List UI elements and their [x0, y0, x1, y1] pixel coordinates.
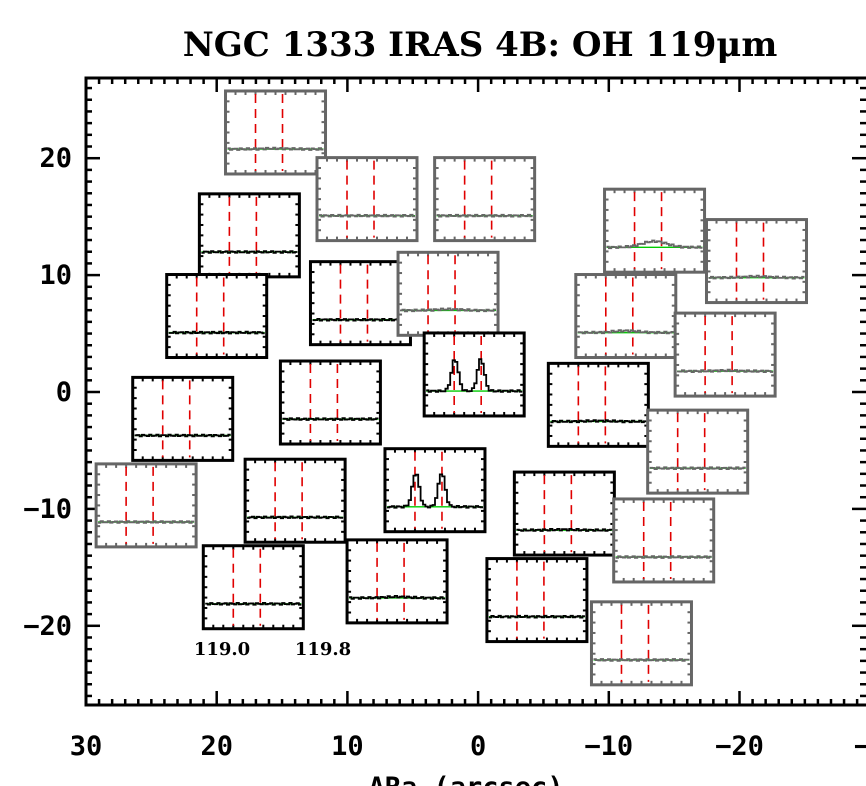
spaxel-inset: [197, 192, 301, 279]
inset-frame: [243, 457, 347, 544]
y-tick-labels: 20 10 0 −10 −20: [23, 143, 72, 642]
spectrum-trace: [282, 417, 379, 421]
inset-frame: [165, 273, 269, 360]
spaxel-inset: [612, 497, 716, 584]
inset-frame: [612, 497, 716, 584]
inset-frame: [589, 600, 693, 687]
spaxel-inset: [512, 470, 616, 557]
inset-frame: [673, 311, 777, 398]
inset-frame: [512, 470, 616, 557]
spaxel-inset: [131, 375, 235, 462]
spectrum-trace: [677, 368, 774, 373]
spaxel-inset: [308, 260, 412, 347]
spaxel-inset: [278, 359, 382, 446]
inset-frame: [433, 156, 537, 243]
y-tick-label: 10: [39, 260, 72, 291]
spectrum-trace: [168, 330, 265, 335]
inset-frame: [197, 192, 301, 279]
spectrum-trace: [227, 146, 324, 151]
spectrum-trace: [247, 515, 344, 520]
spaxel-insets: [94, 89, 808, 687]
inset-frame: [485, 557, 589, 644]
inset-frame: [422, 331, 526, 418]
chart-title: NGC 1333 IRAS 4B: OH 119μm: [183, 25, 778, 65]
spectrum-trace: [593, 658, 690, 662]
spectrum-trace: [205, 602, 302, 606]
spectrum-trace: [488, 614, 585, 619]
spectrum-trace: [436, 213, 533, 218]
spectrum-trace: [516, 528, 613, 532]
spectrum-trace: [577, 329, 674, 335]
axis-ticks: [84, 78, 866, 705]
x-tick-label: 10: [331, 731, 364, 762]
spectrum-trace: [606, 239, 703, 250]
x-tick-label: −10: [584, 731, 633, 762]
inset-frame: [603, 187, 707, 274]
spectrum-trace: [349, 595, 446, 600]
spaxel-inset: [603, 187, 707, 274]
spaxel-inset: [673, 311, 777, 398]
spaxel-inset: [646, 408, 750, 495]
inset-frame: [704, 218, 808, 305]
spectrum-trace: [319, 213, 415, 218]
spaxel-inset: [243, 457, 347, 544]
x-axis-label: ΔRa (arcsec): [368, 772, 563, 786]
spaxel-inset: [704, 218, 808, 305]
x-tick-label: −3: [854, 731, 866, 762]
inset-frame: [546, 361, 650, 448]
inset-frame: [396, 250, 500, 337]
y-tick-label: 20: [39, 143, 72, 174]
spectrum-trace: [312, 318, 409, 322]
spaxel-inset: [546, 361, 650, 448]
inset-frame: [224, 89, 328, 176]
inset-frame: [345, 538, 449, 625]
inset-frame: [315, 156, 419, 243]
inset-frame: [308, 260, 412, 347]
spaxel-inset: [94, 462, 198, 549]
inset-frame: [646, 408, 750, 495]
inset-wavelength-label-high: 119.8: [295, 639, 351, 660]
spaxel-inset: [433, 156, 537, 243]
y-tick-label: −20: [23, 611, 72, 642]
spectrum-trace: [550, 419, 647, 424]
x-tick-label: −20: [715, 731, 764, 762]
spectrum-trace: [201, 250, 298, 254]
spectrum-trace: [400, 307, 496, 313]
spectrum-trace: [387, 473, 483, 509]
spaxel-inset: [345, 538, 449, 625]
spaxel-inset: [201, 544, 305, 631]
y-tick-label: 0: [56, 377, 72, 408]
inset-frame: [278, 359, 382, 446]
spaxel-inset: [315, 156, 419, 243]
spectrum-trace: [426, 358, 523, 393]
spectrum-trace: [649, 466, 746, 470]
spaxel-inset: [574, 273, 678, 360]
x-tick-label: 0: [470, 731, 486, 762]
spaxel-inset: [589, 600, 693, 687]
spectrum-trace: [615, 555, 712, 559]
inset-frame: [574, 273, 678, 360]
spaxel-inset: [396, 250, 500, 337]
inset-frame: [383, 447, 487, 534]
y-tick-label: −10: [23, 494, 72, 525]
spectrum-trace: [134, 433, 231, 438]
inset-frame: [131, 375, 235, 462]
x-tick-labels: 30 20 10 0 −10 −20 −3: [70, 731, 866, 762]
x-tick-label: 30: [70, 731, 103, 762]
inset-frame: [94, 462, 198, 549]
spaxel-inset: [383, 447, 487, 534]
spaxel-inset: [224, 89, 328, 176]
spectrum-trace: [98, 520, 195, 524]
spaxel-inset: [485, 557, 589, 644]
spectrum-trace: [708, 274, 805, 280]
inset-frame: [201, 544, 305, 631]
inset-wavelength-label-low: 119.0: [194, 639, 250, 660]
spaxel-inset: [422, 331, 526, 418]
x-tick-label: 20: [200, 731, 233, 762]
spaxel-inset: [165, 273, 269, 360]
